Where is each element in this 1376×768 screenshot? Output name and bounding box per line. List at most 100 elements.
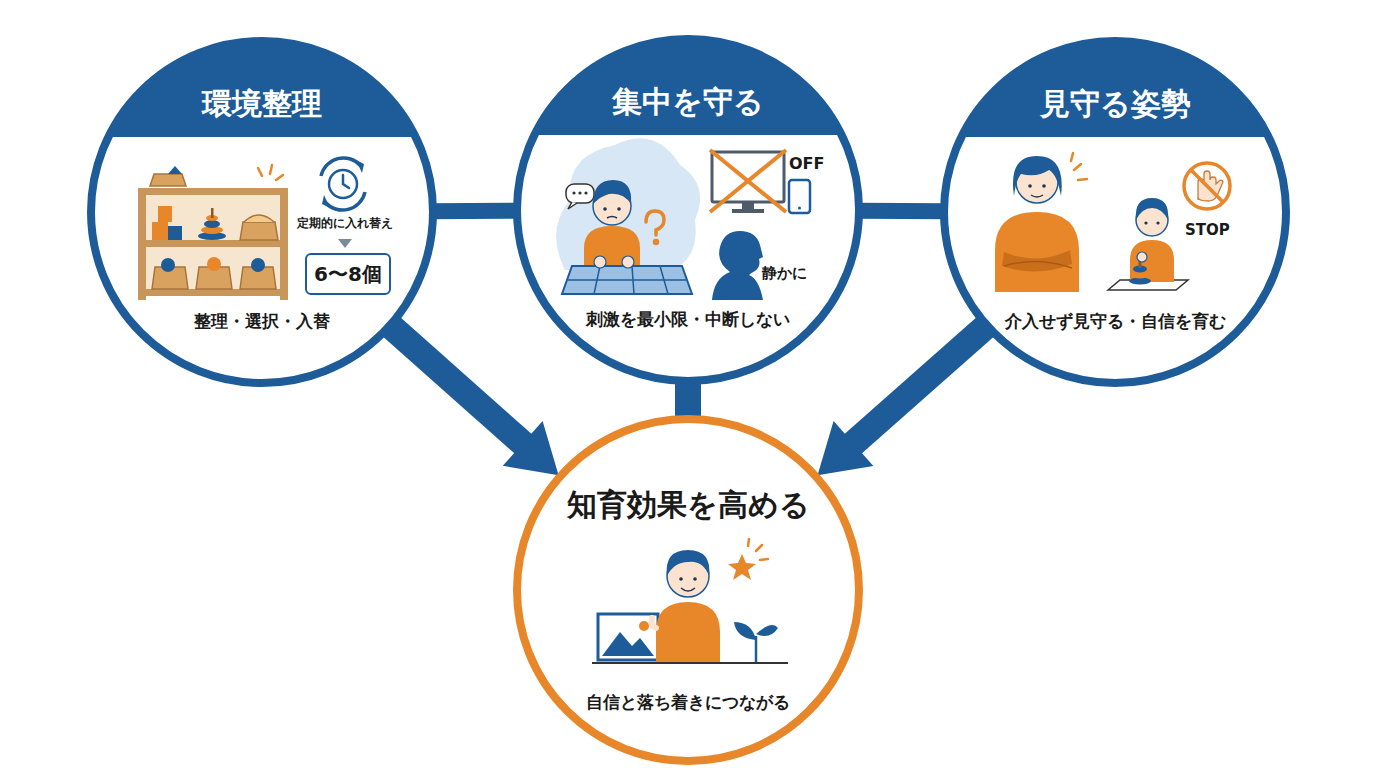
- circle-caption: 介入せず見守る・自信を育む: [940, 309, 1290, 333]
- flow-connector: [855, 210, 948, 211]
- proud-child-part: [656, 602, 720, 662]
- shushing-silhouette: [712, 231, 763, 300]
- sparkle-part: [756, 545, 762, 551]
- toy-shelf-part: [196, 267, 232, 289]
- watching-parent-part: [1028, 184, 1032, 188]
- stop-icon-part: [1198, 171, 1223, 201]
- playing-child-part: [1133, 266, 1147, 273]
- screen-off-icon-part: [712, 152, 784, 202]
- playing-child-part: [1137, 252, 1147, 262]
- flow-connector: [818, 323, 990, 476]
- screen-off-icon-part: [742, 202, 754, 210]
- sparkle-part: [270, 165, 272, 174]
- watching-parent-part: [1016, 161, 1058, 203]
- picture-frame-part: [598, 614, 658, 660]
- proud-child-part: [693, 577, 697, 581]
- sparkle: [258, 165, 283, 180]
- step-circle: 環境整理整理・選択・入替 6〜8個: [87, 37, 437, 387]
- playing-child: [1108, 198, 1188, 290]
- stop-icon-part: [1191, 170, 1223, 202]
- proud-child-part: [681, 588, 695, 591]
- screen-off-icon-part: [732, 209, 764, 213]
- rotation-clock-icon: [321, 158, 365, 210]
- sprout: [734, 622, 778, 662]
- toy-shelf-part: [198, 232, 226, 240]
- sparkle-part: [748, 539, 749, 546]
- star: [728, 554, 756, 580]
- rotation-clock-icon-part: [322, 195, 330, 208]
- toy-shelf-part: [146, 195, 280, 240]
- connector-line: [855, 203, 948, 219]
- circle-title: 環境整理: [87, 84, 437, 124]
- toy-shelf-part: [201, 226, 223, 234]
- child-with-puzzle-part: [593, 187, 631, 225]
- playing-child-part: [1156, 221, 1159, 224]
- sparkle-part: [1074, 164, 1081, 170]
- ground-line: [592, 662, 788, 664]
- toy-shelf-part: [138, 240, 288, 247]
- toy-shelf-part: [168, 226, 182, 240]
- flow-connector: [429, 210, 521, 211]
- sparkle-part: [760, 559, 768, 560]
- sparkle-part: [258, 168, 262, 176]
- playing-child-part: [1129, 278, 1151, 285]
- child-with-puzzle-part: [568, 266, 686, 294]
- sparkle: [1071, 153, 1087, 180]
- toy-shelf-part: [207, 257, 221, 271]
- speech-bubble-part: [566, 184, 594, 203]
- question-mark-part: [655, 241, 658, 244]
- proud-child-part: [667, 555, 709, 597]
- proud-child-part: [667, 550, 710, 576]
- sparkle-part: [1078, 179, 1087, 180]
- connector-line: [429, 203, 521, 219]
- child-with-puzzle-part: [594, 256, 606, 268]
- circle-caption: 自信と落ち着きにつながる: [513, 690, 863, 714]
- circle-caption: 刺激を最小限・中断しない: [513, 307, 863, 331]
- rotation-clock-icon-part: [325, 192, 365, 210]
- step-circle: 集中を守る刺激を最小限・中断しない: [513, 35, 863, 385]
- playing-child-part: [1136, 198, 1168, 220]
- sign-label: STOP: [1185, 221, 1230, 239]
- speech-bubble-part: [584, 191, 587, 194]
- rotation-clock-icon-part: [321, 158, 361, 176]
- toy-shelf-part: [206, 215, 218, 221]
- watching-parent-part: [1042, 184, 1046, 188]
- watching-parent-part: [1031, 195, 1043, 197]
- toy-shelf: [138, 166, 288, 300]
- toy-shelf-part: [161, 258, 175, 272]
- watching-parent-part: [995, 212, 1079, 292]
- toy-shelf-part: [240, 222, 278, 240]
- sprout-part: [755, 636, 758, 662]
- count-box: 6〜8個: [305, 253, 391, 295]
- sparkle: [748, 539, 768, 560]
- sparkle-part: [1071, 153, 1073, 161]
- status-label: OFF: [789, 154, 824, 173]
- toy-shelf-part: [146, 247, 280, 289]
- picture-frame: [598, 614, 658, 660]
- shushing-silhouette-part: [712, 231, 763, 300]
- speech-bubble-part: [578, 191, 581, 194]
- question-mark-part: [646, 211, 664, 235]
- child-with-puzzle-part: [622, 256, 634, 268]
- circle-caption: 整理・選択・入替: [87, 309, 437, 333]
- toy-shelf-part: [158, 206, 172, 222]
- toy-shelf-part: [244, 215, 274, 222]
- watching-parent-part: [1013, 156, 1062, 196]
- focus-cloud: [556, 138, 700, 270]
- toy-shelf-part: [211, 208, 214, 218]
- toy-shelf-part: [152, 267, 188, 289]
- toy-shelf-part: [204, 220, 220, 228]
- playing-child-part: [1144, 221, 1147, 224]
- connector-line: [852, 323, 990, 445]
- rotation-clock-icon-part: [329, 170, 357, 198]
- screen-off-icon-part: [789, 180, 810, 213]
- sparkle-part: [276, 175, 283, 180]
- proud-child-part: [679, 577, 683, 581]
- playing-child-part: [1136, 204, 1168, 236]
- screen-off-icon-part: [710, 150, 786, 212]
- picture-frame-part: [602, 632, 654, 656]
- note-label: 定期的に入れ替え: [297, 215, 393, 232]
- stop-icon: [1184, 163, 1230, 209]
- picture-frame-part: [639, 621, 649, 631]
